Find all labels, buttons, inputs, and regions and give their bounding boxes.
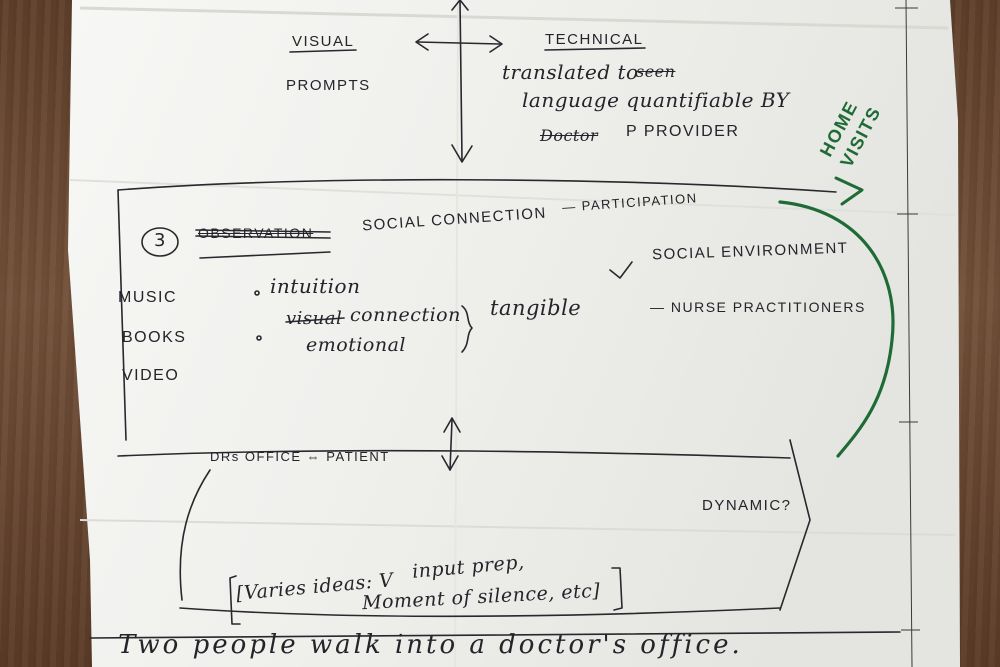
text-provider: P PROVIDER [626,123,740,140]
section-number: 3 [154,230,166,251]
label-observation-struck: OBSERVATION [198,225,314,241]
label-books: BOOKS [122,329,187,346]
label-music: MUSIC [118,289,178,306]
text-tangible: tangible [490,296,582,320]
text-bottom-line: Two people walk into a doctor's office. [118,630,743,660]
text-emotional: emotional [306,334,406,356]
label-technical: TECHNICAL [545,31,644,48]
label-visual: VISUAL [292,33,355,50]
label-prompts: PROMPTS [286,77,371,94]
label-video: VIDEO [122,367,180,384]
text-provider-struck: Doctor [540,126,599,145]
text-visual-struck: visual [286,308,343,329]
label-dynamic: DYNAMIC? [702,497,792,514]
text-language: language quantifiable BY [522,88,790,112]
text-translated: translated to [502,60,639,84]
text-intuition: intuition [270,274,361,298]
label-drs-office-patient: DRs OFFICE ⇔ PATIENT [210,449,390,464]
text-translated-struck: seen [636,62,676,81]
text-connection: connection [350,304,461,326]
label-nurse-practitioners: — NURSE PRACTITIONERS [650,299,866,315]
